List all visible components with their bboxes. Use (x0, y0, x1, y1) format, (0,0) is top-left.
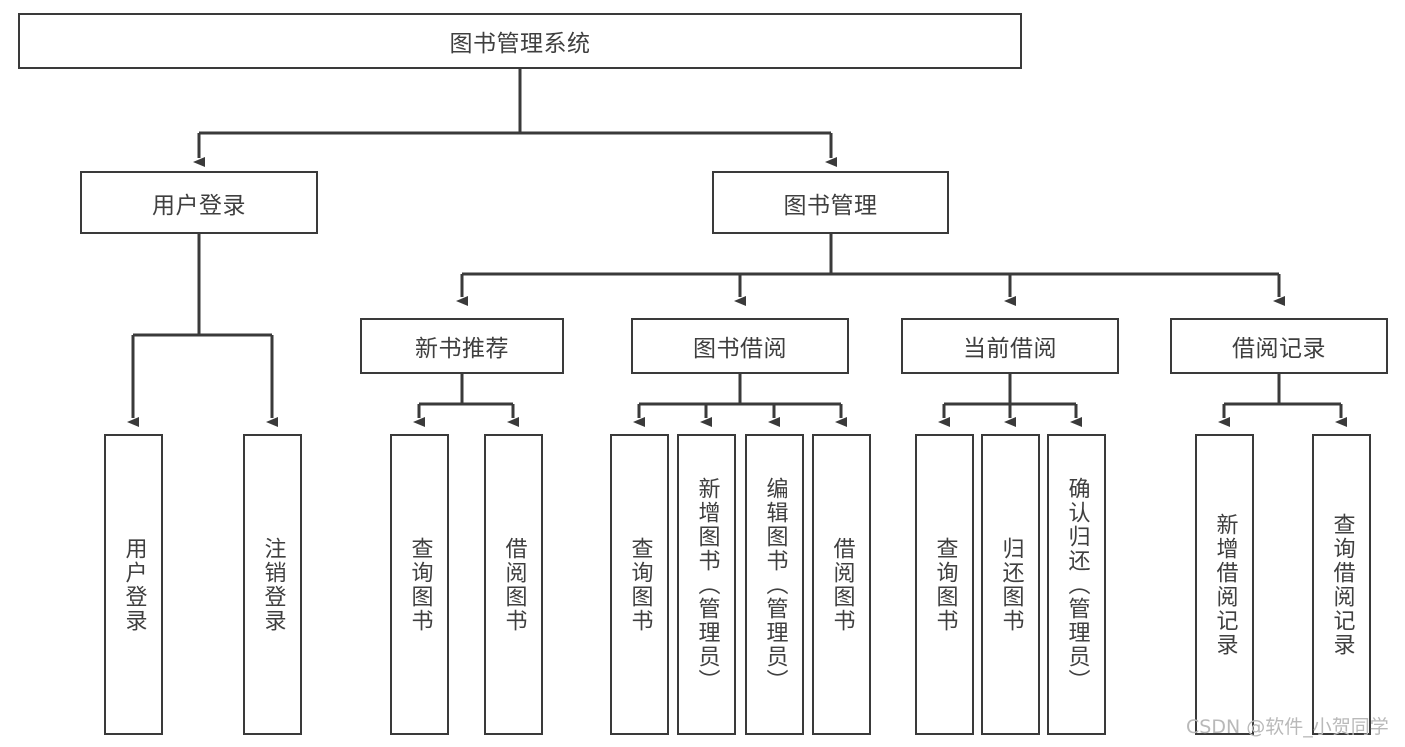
node-root-label: 图书管理系统 (449, 31, 591, 57)
leaf-current-query-book[interactable]: 查询图书 (915, 434, 974, 735)
node-borrow-record-label: 借阅记录 (1232, 336, 1326, 362)
leaf-current-return-book[interactable]: 归还图书 (981, 434, 1040, 735)
leaf-label: 编辑图书（管理员） (762, 476, 788, 693)
node-borrow-record[interactable]: 借阅记录 (1170, 318, 1388, 374)
leaf-new-book-query[interactable]: 查询图书 (390, 434, 449, 735)
node-current-borrow[interactable]: 当前借阅 (901, 318, 1119, 374)
node-current-borrow-label: 当前借阅 (963, 336, 1057, 362)
node-root[interactable]: 图书管理系统 (18, 13, 1022, 69)
leaf-label: 查询图书 (627, 536, 653, 633)
node-new-book-recommend[interactable]: 新书推荐 (360, 318, 564, 374)
node-user-login-label: 用户登录 (152, 192, 246, 219)
leaf-new-book-borrow[interactable]: 借阅图书 (484, 434, 543, 735)
leaf-borrow-query-book[interactable]: 查询图书 (610, 434, 669, 735)
leaf-record-add[interactable]: 新增借阅记录 (1195, 434, 1254, 735)
leaf-label: 查询借阅记录 (1329, 512, 1355, 657)
leaf-borrow-borrow-book[interactable]: 借阅图书 (812, 434, 871, 735)
watermark: CSDN @软件_小贺同学 (1186, 716, 1389, 738)
leaf-user-login-logout[interactable]: 注销登录 (243, 434, 302, 735)
leaf-label: 注销登录 (260, 536, 286, 633)
leaf-label: 用户登录 (121, 536, 147, 633)
node-book-borrow-label: 图书借阅 (693, 336, 787, 362)
leaf-borrow-edit-book[interactable]: 编辑图书（管理员） (745, 434, 804, 735)
leaf-label: 借阅图书 (501, 536, 527, 633)
leaf-current-confirm-return[interactable]: 确认归还（管理员） (1047, 434, 1106, 735)
leaf-borrow-add-book[interactable]: 新增图书（管理员） (677, 434, 736, 735)
node-book-manage-label: 图书管理 (783, 192, 878, 219)
node-book-borrow[interactable]: 图书借阅 (631, 318, 849, 374)
leaf-label: 借阅图书 (829, 536, 855, 633)
node-user-login[interactable]: 用户登录 (80, 171, 318, 234)
leaf-label: 确认归还（管理员） (1064, 476, 1090, 693)
leaf-label: 查询图书 (407, 536, 433, 633)
leaf-user-login-login[interactable]: 用户登录 (104, 434, 163, 735)
leaf-label: 查询图书 (932, 536, 958, 633)
leaf-record-query[interactable]: 查询借阅记录 (1312, 434, 1371, 735)
leaf-label: 新增借阅记录 (1212, 512, 1238, 657)
leaf-label: 归还图书 (998, 536, 1024, 633)
node-new-book-recommend-label: 新书推荐 (415, 336, 509, 362)
leaf-label: 新增图书（管理员） (694, 476, 720, 693)
node-book-manage[interactable]: 图书管理 (712, 171, 949, 234)
